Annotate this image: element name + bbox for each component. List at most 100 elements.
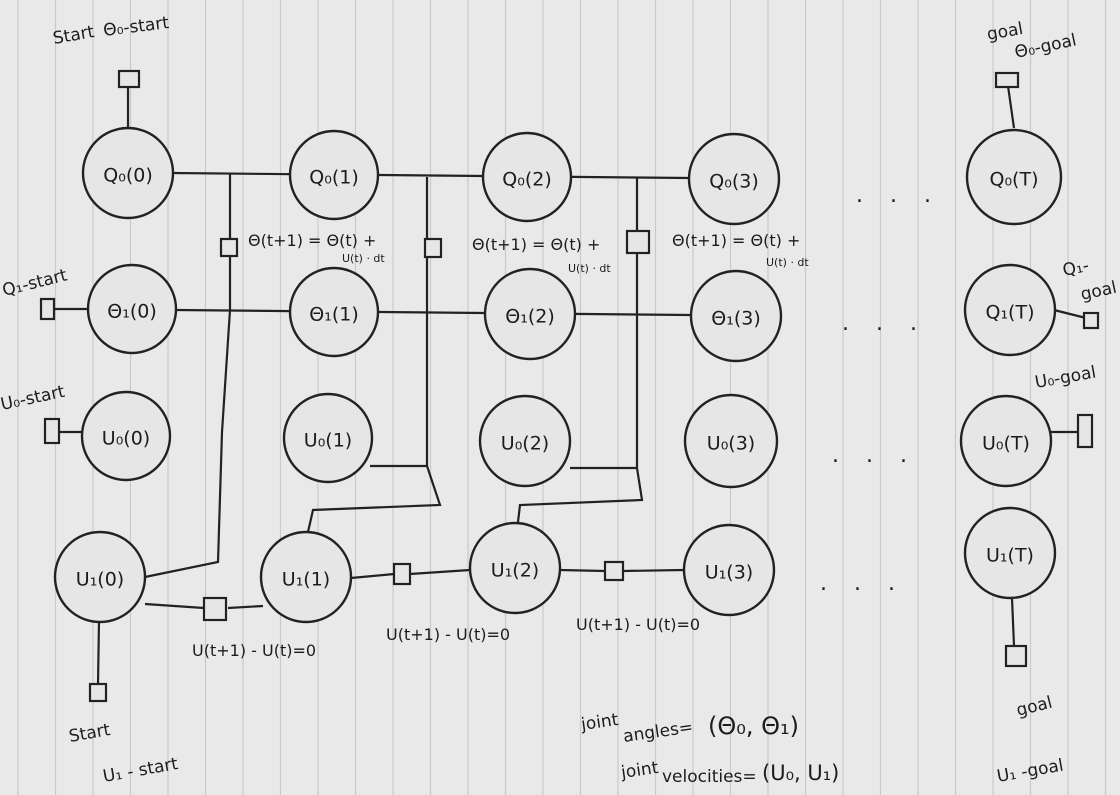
node-u1-1: U₁(1) [259, 530, 353, 624]
node-label: Q₀(1) [309, 167, 359, 189]
node-u0-2: U₀(2) [478, 394, 572, 488]
node-q0-T: Q₀(T) [965, 128, 1063, 226]
ellipsis-u0-row: . . . [832, 443, 917, 468]
note-angles-word: angles= [622, 717, 694, 747]
node-u0-3: U₀(3) [683, 393, 779, 489]
node-q1-0: Θ₁(0) [86, 263, 178, 355]
note-velocities-word: velocities= [662, 767, 757, 787]
node-q1-T: Q₁(T) [963, 263, 1057, 357]
factor-u0-start [43, 417, 61, 445]
factor-q1-goal [1082, 311, 1100, 330]
node-label: Θ₁(3) [711, 308, 761, 330]
node-label: U₀(2) [501, 433, 549, 455]
factor-velocity-3 [603, 560, 625, 582]
node-u0-T: U₀(T) [959, 394, 1053, 488]
eq-dynamics-2-tail: U(t) · dt [568, 262, 611, 275]
factor-q1-start [39, 297, 56, 321]
edge-u1-goal [1010, 597, 1016, 647]
node-u1-T: U₁(T) [963, 506, 1057, 600]
label-q1-start: Q₁-start [0, 265, 69, 300]
node-u0-1: U₀(1) [282, 392, 374, 484]
label-start-bottom: Start [67, 720, 112, 747]
node-label: U₁(2) [491, 560, 539, 582]
node-label: U₀(T) [982, 433, 1030, 455]
ellipses: . . . . . . . . . . . . [820, 183, 941, 596]
node-label: Q₀(0) [103, 165, 153, 187]
edge-vel-3-to-u1-3 [622, 568, 685, 573]
eq-velocity-1: U(t+1) - U(t)=0 [192, 641, 316, 660]
label-q1-goal-b: goal [1079, 278, 1119, 305]
node-label: U₁(3) [705, 562, 753, 584]
eq-dynamics-1-tail: U(t) · dt [342, 252, 385, 265]
node-q1-1: Θ₁(1) [288, 266, 380, 358]
node-label: U₁(T) [986, 545, 1034, 567]
label-u0-start: U₀-start [0, 382, 67, 415]
label-goal-top: goal [985, 19, 1024, 45]
edge-u1-2-to-vel-3 [559, 568, 606, 573]
eq-velocity-2: U(t+1) - U(t)=0 [386, 625, 510, 644]
graph-factors [39, 69, 1100, 703]
notebook-rules [17, 0, 1107, 795]
eq-velocity-3: U(t+1) - U(t)=0 [576, 615, 700, 634]
factor-u1-start [88, 682, 108, 703]
node-label: Θ₁(1) [309, 304, 359, 326]
note-velocities-value: (U₀, U₁) [762, 761, 839, 785]
edge-u1-0-to-vel-1 [144, 602, 205, 610]
node-label: Q₀(T) [989, 169, 1038, 191]
node-label: Q₀(3) [709, 171, 759, 193]
notes: joint angles= (Θ₀, Θ₁) joint velocities=… [579, 710, 839, 787]
edge-dyn-factor-2 [306, 177, 442, 533]
note-joint-1: joint [579, 710, 620, 735]
label-u0-goal: U₀-goal [1033, 363, 1097, 393]
node-label: Q₀(2) [502, 169, 552, 191]
note-joint-2: joint [619, 758, 660, 783]
factor-q0-start [117, 69, 141, 89]
edge-q0-row [171, 171, 691, 180]
edge-u1-start [96, 619, 101, 685]
node-q0-2: Q₀(2) [481, 131, 573, 223]
node-u1-3: U₁(3) [682, 523, 776, 617]
factor-dynamics-2 [423, 237, 443, 259]
graph-edges [50, 85, 1087, 685]
node-label: U₁(1) [282, 569, 330, 591]
eq-dynamics-2-main: Θ(t+1) = Θ(t) + [472, 235, 600, 254]
edge-q1-row [175, 308, 691, 317]
factor-dynamics-3 [625, 229, 651, 255]
node-q1-2: Θ₁(2) [483, 267, 577, 361]
ellipsis-q1-row: . . . [842, 311, 927, 336]
ellipsis-q0-row: . . . [856, 183, 941, 208]
graph-nodes: Q₀(0) Q₀(1) Q₀(2) Q₀(3) Q₀(T) Θ₁(0) Θ₁(1… [53, 126, 1063, 624]
edge-q1-goal [1053, 308, 1087, 320]
node-label: Θ₁(0) [107, 301, 157, 323]
label-theta0-start: Θ₀-start [102, 13, 170, 41]
edge-vel-1-to-u1-1 [227, 604, 264, 610]
factor-velocity-2 [392, 562, 412, 586]
factor-dynamics-1 [219, 237, 239, 258]
factor-u0-goal [1076, 413, 1094, 449]
node-q1-3: Θ₁(3) [689, 269, 783, 363]
edge-vel-2-to-u1-2 [409, 568, 471, 576]
equations: Θ(t+1) = Θ(t) + U(t) · dt Θ(t+1) = Θ(t) … [192, 231, 809, 660]
edge-q0-goal [1006, 85, 1016, 129]
note-angles-value: (Θ₀, Θ₁) [708, 712, 799, 740]
node-u1-2: U₁(2) [468, 521, 562, 615]
node-u1-0: U₁(0) [53, 530, 147, 624]
node-label: U₁(0) [76, 569, 124, 591]
label-q1-goal-a: Q₁- [1061, 256, 1091, 281]
factor-q0-goal [994, 71, 1020, 89]
eq-dynamics-3-main: Θ(t+1) = Θ(t) + [672, 231, 800, 250]
node-q0-1: Q₀(1) [288, 129, 380, 221]
node-label: U₀(1) [304, 430, 352, 452]
node-label: U₀(0) [102, 428, 150, 450]
edge-dyn-factor-3 [516, 178, 644, 523]
node-q0-3: Q₀(3) [687, 132, 781, 226]
node-label: U₀(3) [707, 433, 755, 455]
eq-dynamics-3-tail: U(t) · dt [766, 256, 809, 269]
node-u0-0: U₀(0) [80, 390, 172, 482]
factor-u1-goal [1004, 644, 1028, 668]
edge-dyn-factor-1 [144, 174, 232, 579]
edge-u1-1-to-vel-2 [350, 572, 395, 580]
label-goal-bottom: goal [1014, 693, 1054, 721]
eq-dynamics-1-main: Θ(t+1) = Θ(t) + [248, 231, 376, 250]
